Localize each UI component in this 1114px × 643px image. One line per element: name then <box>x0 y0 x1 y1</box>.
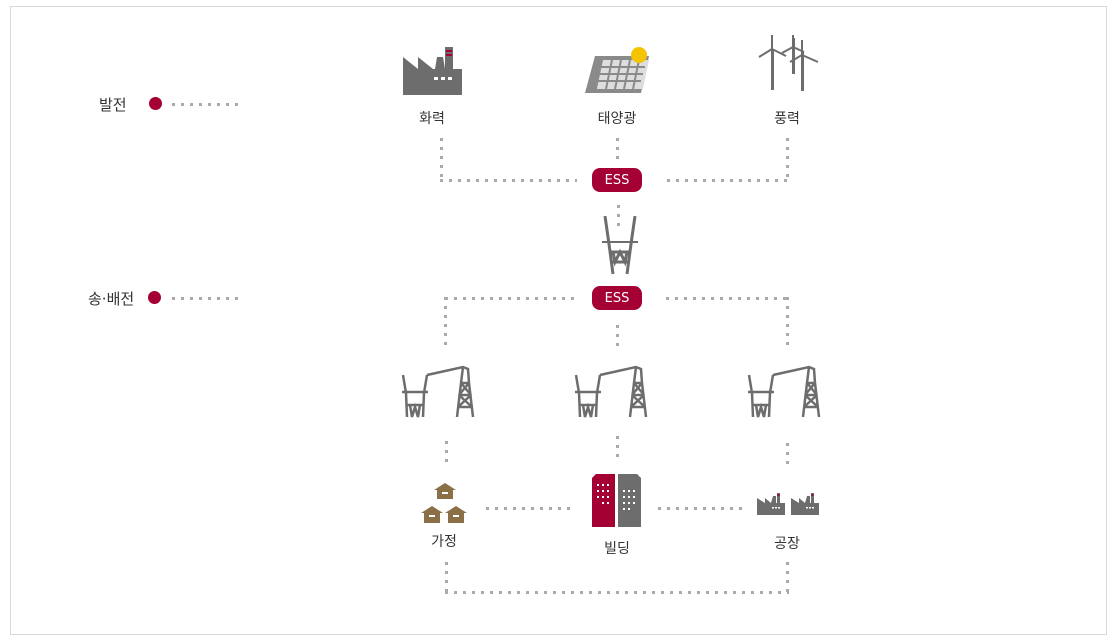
distribution-tower-icon <box>574 365 648 419</box>
consumer-label-home: 가정 <box>431 534 457 550</box>
connector <box>617 205 620 229</box>
consumer-label-factory: 공장 <box>774 536 800 552</box>
level-marker-generation <box>149 97 162 110</box>
source-label-wind: 풍력 <box>774 111 800 127</box>
level-connector-transmission <box>172 297 238 300</box>
building-icon <box>592 474 641 527</box>
factory-icon <box>757 493 819 515</box>
consumer-label-building: 빌딩 <box>604 541 630 557</box>
thermal-plant-icon <box>403 47 462 95</box>
connector <box>440 179 577 182</box>
level-label-transmission: 송·배전 <box>88 290 135 308</box>
solar-panel-icon <box>585 47 650 93</box>
distribution-tower-icon <box>747 365 821 419</box>
connector <box>786 138 789 182</box>
ess-badge-generation: ESS <box>592 168 642 192</box>
connector <box>786 562 789 594</box>
source-label-thermal: 화력 <box>419 111 445 127</box>
connector <box>440 138 443 182</box>
connector <box>445 562 448 594</box>
connector <box>486 507 570 510</box>
connector <box>616 325 619 351</box>
connector <box>445 297 579 300</box>
transmission-tower-icon <box>602 216 638 275</box>
connector <box>616 436 619 462</box>
level-connector-generation <box>172 103 238 106</box>
connector <box>666 297 789 300</box>
level-label-generation: 발전 <box>99 96 127 114</box>
connector <box>786 443 789 469</box>
ess-badge-transmission: ESS <box>592 286 642 310</box>
connector <box>445 441 448 467</box>
connector <box>445 591 789 594</box>
source-label-solar: 태양광 <box>597 111 637 127</box>
distribution-tower-icon <box>401 365 475 419</box>
connector <box>616 138 619 162</box>
wind-turbine-icon <box>758 35 819 91</box>
connector <box>444 297 447 351</box>
connector <box>786 297 789 351</box>
connector <box>667 179 789 182</box>
level-marker-transmission <box>148 291 161 304</box>
diagram-frame <box>10 6 1107 635</box>
home-icon <box>421 483 467 523</box>
connector <box>658 507 742 510</box>
